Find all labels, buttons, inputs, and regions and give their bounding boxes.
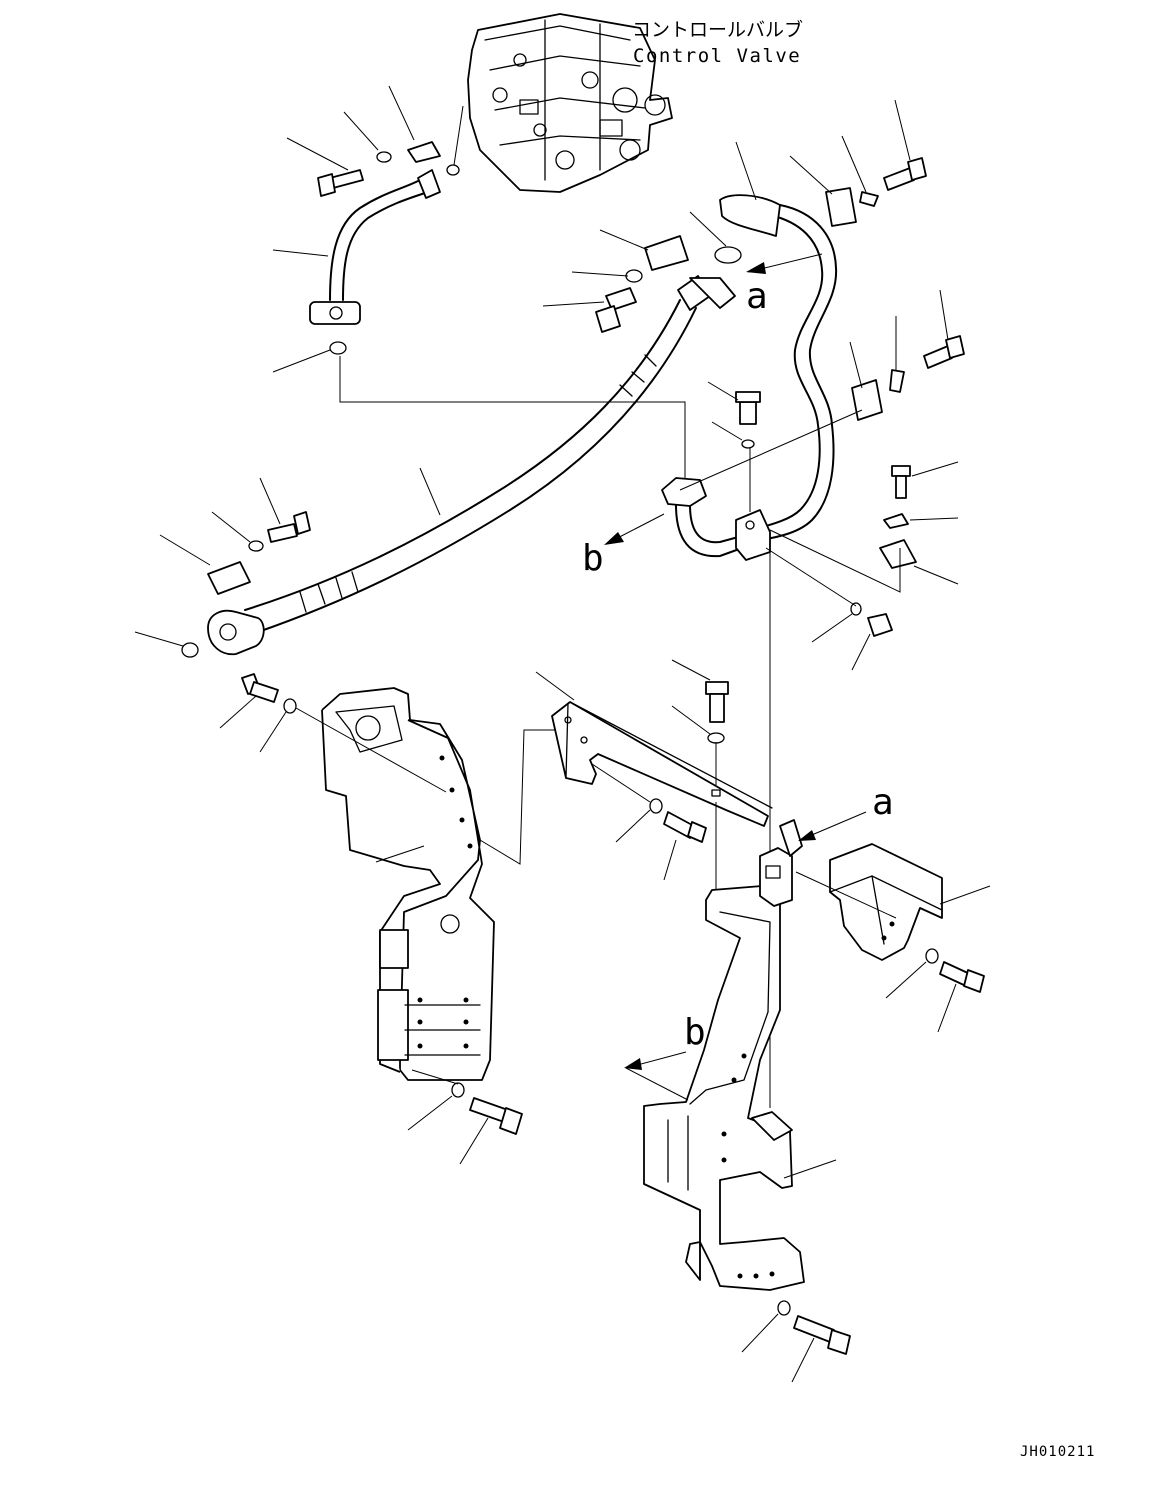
clamp-2	[644, 235, 689, 271]
bolt-4	[883, 157, 927, 191]
bolt-8	[867, 613, 893, 637]
ref-a-lower: a	[872, 782, 894, 823]
bracket-left	[321, 687, 495, 1081]
control-valve	[467, 13, 673, 193]
washer-6	[707, 732, 725, 744]
bolt-6	[735, 391, 761, 425]
oring-3	[181, 642, 199, 658]
washer-8	[925, 948, 939, 964]
control-valve-en-label: Control Valve	[633, 45, 801, 67]
bracket-right	[643, 819, 805, 1291]
bolt-2	[267, 511, 311, 543]
oring-2	[329, 341, 347, 355]
arrow-a-upper	[746, 253, 823, 274]
leader-lines-hose-top	[542, 229, 649, 307]
washer-5	[451, 1082, 465, 1098]
washer-7	[649, 798, 663, 814]
bolt-14	[793, 1315, 851, 1355]
washer-2	[248, 540, 264, 552]
oring-5	[741, 439, 755, 449]
bolt-upper-left	[317, 169, 364, 197]
washer-1	[376, 151, 392, 163]
drawing-code: JH010211	[1020, 1444, 1095, 1460]
leader-lines-right-tube	[679, 99, 959, 671]
ref-b-lower: b	[684, 1012, 706, 1053]
clamp-1	[407, 141, 441, 163]
clamp-5	[879, 539, 917, 569]
cover-right	[829, 843, 943, 961]
clamp-4	[851, 379, 883, 421]
hose-upper-left	[309, 169, 441, 325]
arrow-b-upper	[604, 513, 665, 545]
leader-lines-cover	[795, 871, 991, 1033]
washer-4	[283, 698, 297, 714]
bolt-13	[939, 961, 985, 993]
ref-a-upper: a	[746, 276, 768, 317]
washer-3	[625, 269, 643, 283]
arrow-a-lower	[798, 811, 867, 841]
arrow-b-lower	[624, 1051, 689, 1101]
oring-6	[850, 602, 862, 616]
oring-1	[446, 164, 460, 176]
leader-lines-right-bottom	[741, 1159, 837, 1383]
ref-b-upper: b	[582, 538, 604, 579]
spacer-3	[883, 513, 909, 529]
bolt-12	[663, 811, 707, 843]
spacer-1	[859, 191, 879, 207]
spacer-2	[889, 369, 905, 393]
leader-lines-upper-left	[272, 85, 686, 480]
washer-9	[777, 1300, 791, 1316]
clamp-3	[825, 187, 857, 227]
bolt-11	[705, 681, 729, 723]
split-flange-1	[207, 561, 251, 595]
bolt-9	[241, 673, 279, 703]
tube-right	[661, 194, 838, 561]
hose-long-diagonal	[207, 275, 736, 656]
plate-center	[551, 701, 773, 827]
leader-lines-mid-left	[134, 467, 441, 647]
bolt-3	[595, 287, 637, 333]
leader-lines-left-bracket	[219, 695, 560, 865]
oring-4	[714, 246, 742, 264]
bolt-7	[891, 465, 911, 499]
leader-lines-left-bottom	[407, 1069, 489, 1165]
control-valve-jp-label: コントロールバルブ	[632, 18, 803, 41]
bolt-5	[923, 335, 965, 369]
bolt-10	[469, 1097, 523, 1135]
